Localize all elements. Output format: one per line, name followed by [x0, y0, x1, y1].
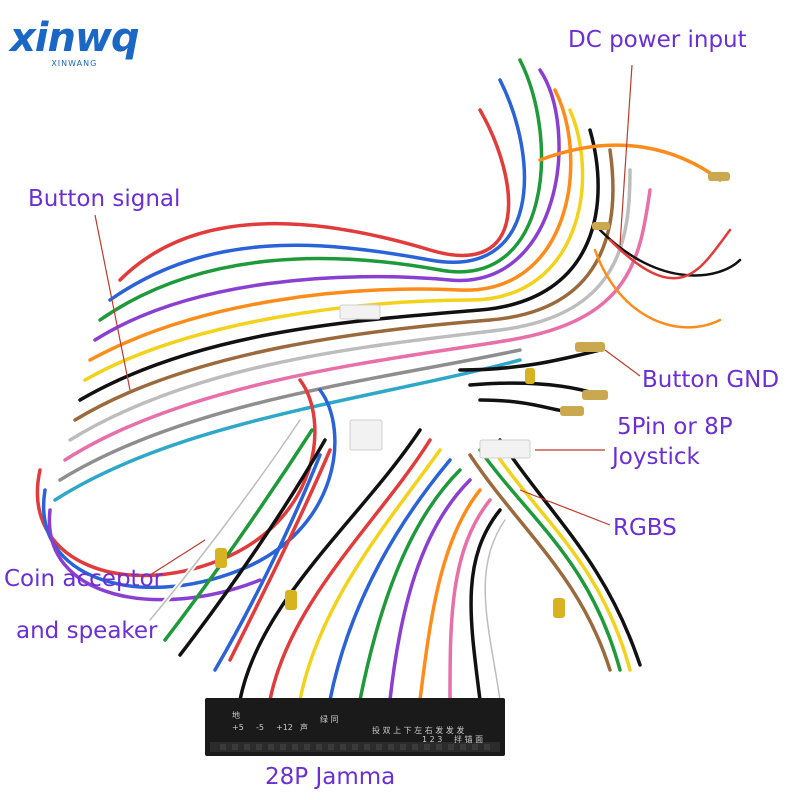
conn-mark-controls: 投 双 上 下 左 右 发 发 发 — [372, 725, 464, 735]
conn-mark-rgb: 绿 同 — [320, 715, 339, 724]
label-rgbs: RGBS — [613, 515, 677, 541]
label-button-signal: Button signal — [28, 186, 181, 212]
label-coin-line1: Coin acceptor — [4, 566, 164, 592]
logo-subtitle: XINWANG — [51, 59, 98, 68]
conn-mark-plus12: +12 — [276, 723, 293, 732]
conn-mark-numbers: 1 2 3 — [422, 735, 442, 744]
brand-logo: xinwq XINWANG — [10, 15, 140, 68]
label-button-gnd: Button GND — [642, 367, 780, 393]
label-jamma: 28P Jamma — [265, 764, 396, 790]
conn-mark-misc: 拌 锚 面 — [454, 734, 483, 744]
label-dc-power: DC power input — [568, 27, 747, 53]
conn-mark-plus5: +5 — [232, 723, 244, 732]
label-joystick-line1: 5Pin or 8P — [617, 414, 733, 440]
conn-mark-minus5: -5 — [256, 723, 264, 732]
label-coin-line2: and speaker — [16, 618, 158, 644]
conn-mark-speaker: 声 — [300, 722, 308, 732]
logo-wordmark: xinwq — [10, 15, 140, 61]
label-joystick-line2: Joystick — [612, 444, 700, 470]
conn-mark-gnd: 地 — [232, 710, 240, 720]
